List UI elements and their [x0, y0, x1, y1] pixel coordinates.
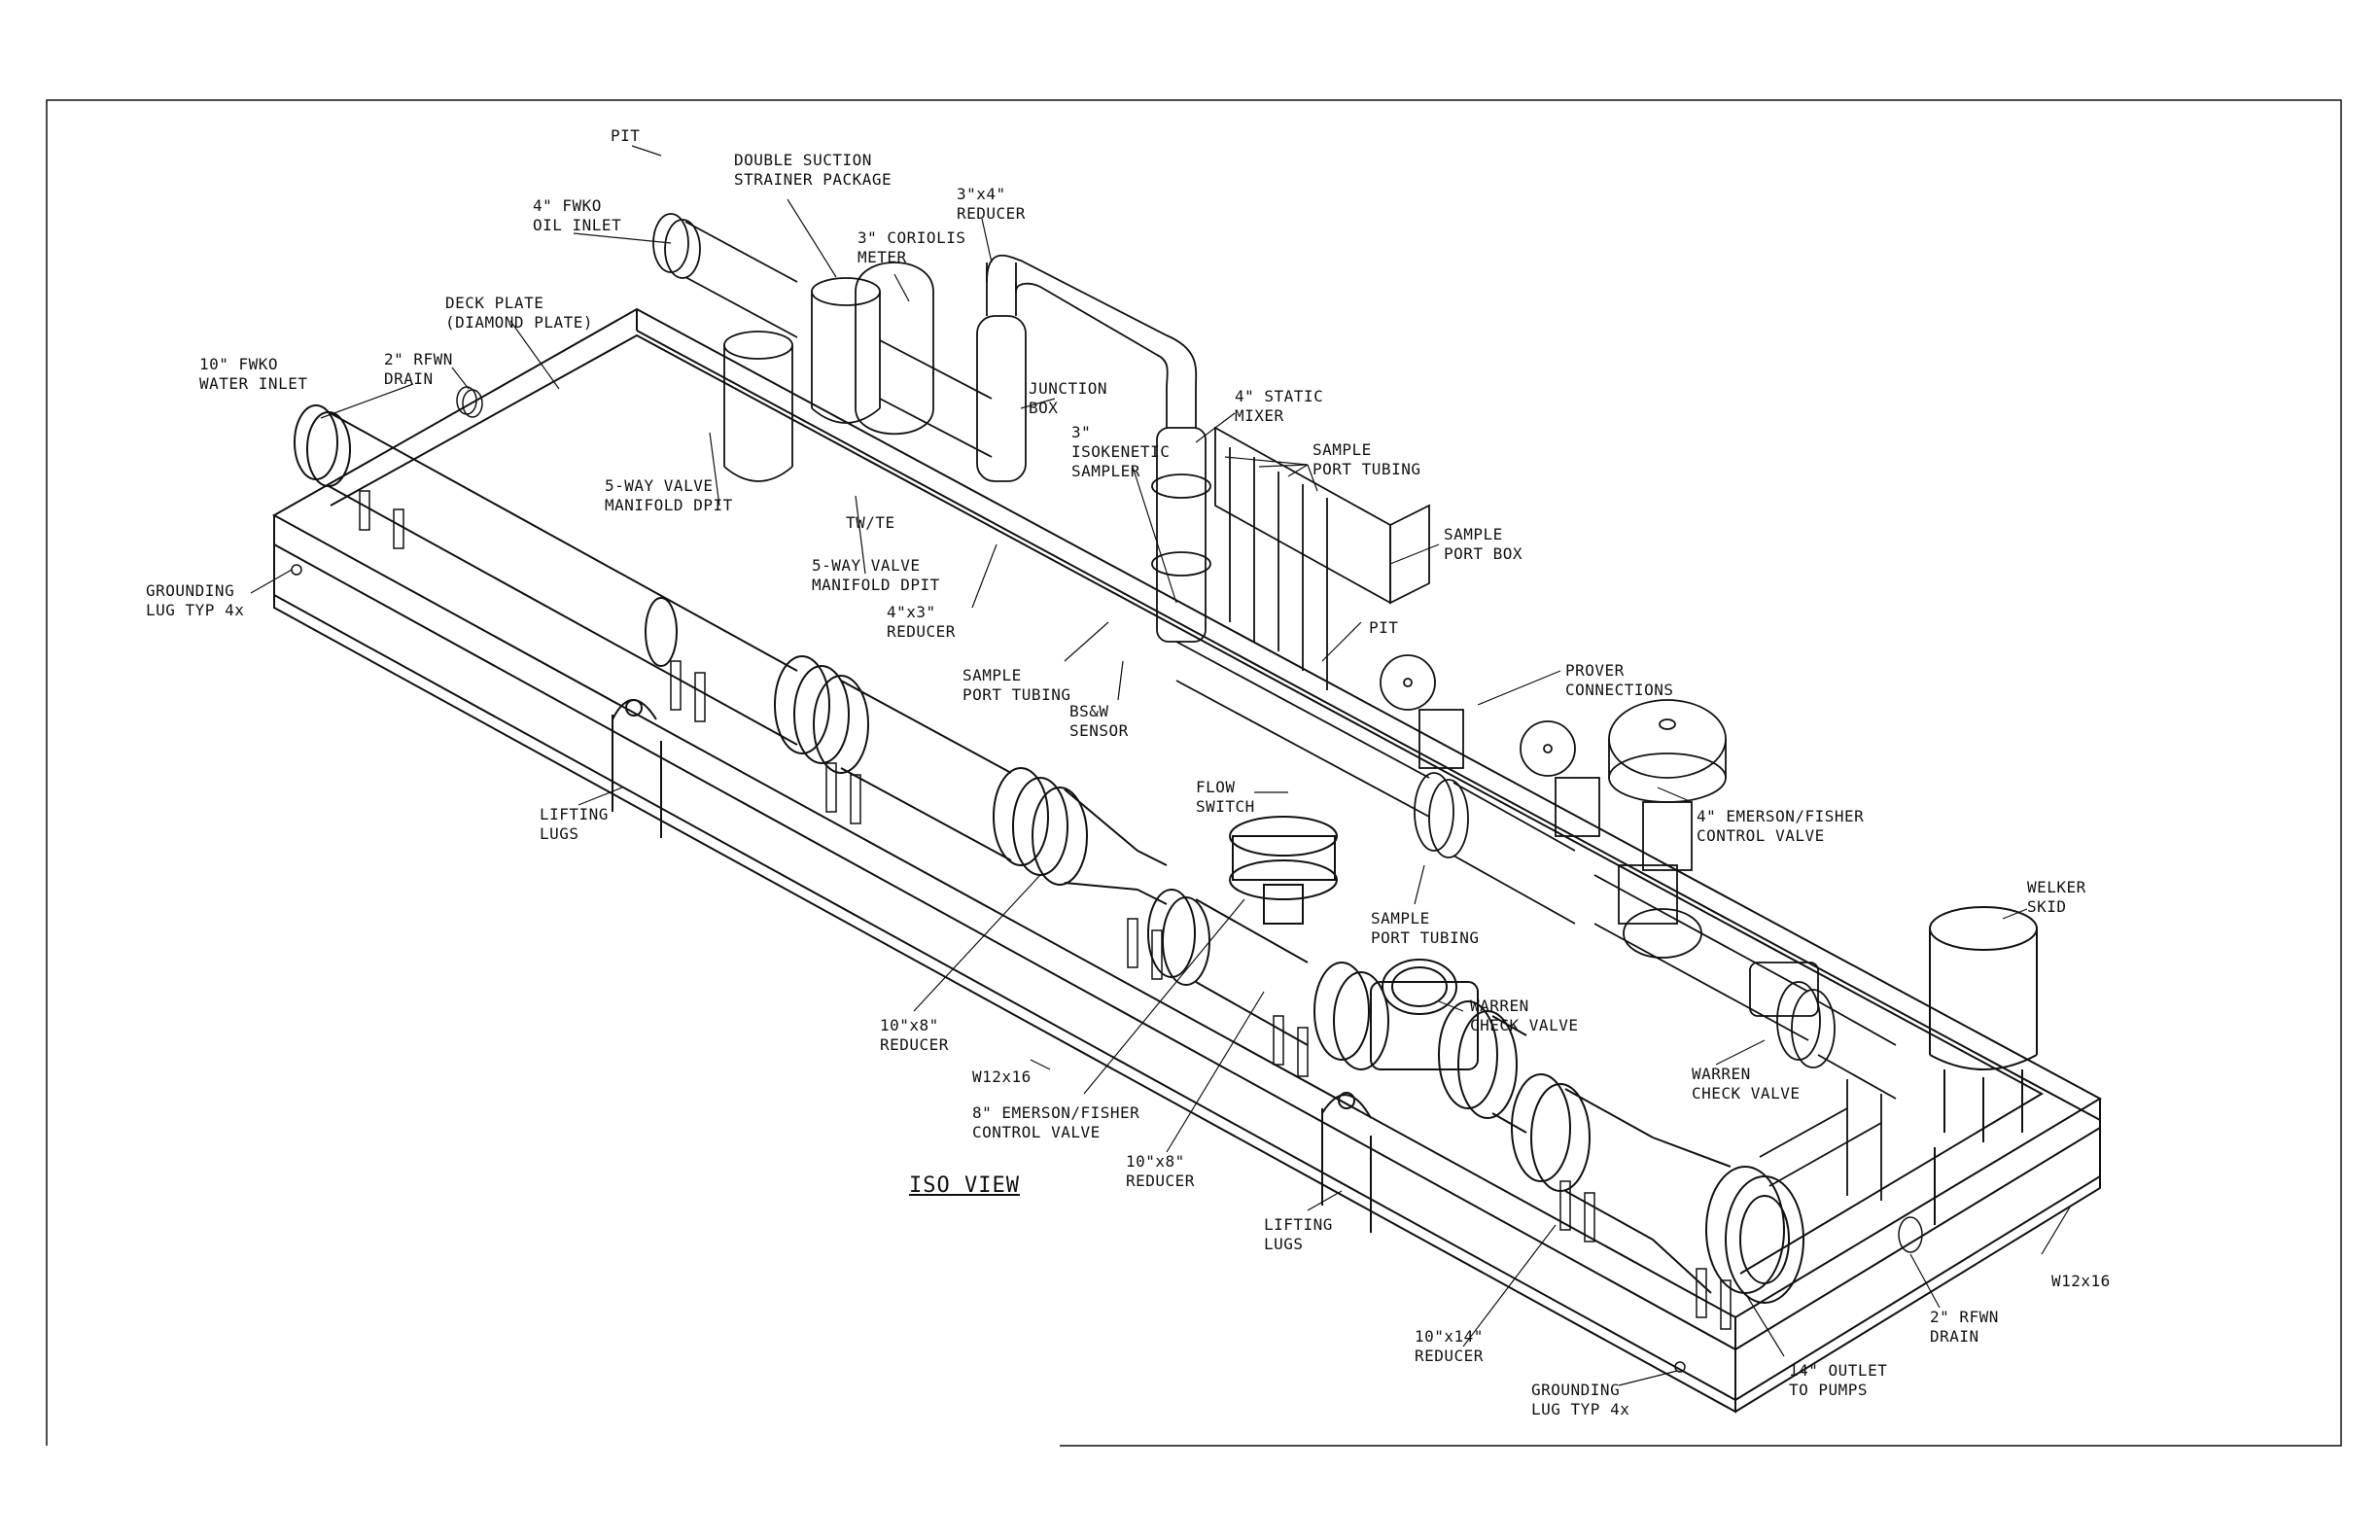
- label-reducer-4x3: 4"x3" REDUCER: [887, 603, 956, 641]
- label-welker-skid: WELKER SKID: [2027, 878, 2086, 916]
- grounding-lug-shapes: [291, 564, 1923, 1373]
- label-grounding-lug-top: GROUNDING LUG TYP 4x: [146, 581, 245, 619]
- label-w12x16-a: W12x16: [972, 1068, 1032, 1086]
- label-pit-top: PIT: [611, 126, 641, 145]
- label-reducer-3x4: 3"x4" REDUCER: [957, 185, 1026, 223]
- label-junction-box: JUNCTION BOX: [1029, 379, 1108, 417]
- label-grounding-lug-bot: GROUNDING LUG TYP 4x: [1531, 1381, 1630, 1418]
- welker-skid-shape: [1929, 906, 2038, 1142]
- label-sample-port-tubing-low: SAMPLE PORT TUBING: [1371, 909, 1480, 947]
- skid-base-frame: [271, 307, 2103, 1414]
- label-lifting-lugs-bot: LIFTING LUGS: [1264, 1215, 1333, 1253]
- label-fwko-water-inlet: 10" FWKO WATER INLET: [199, 355, 308, 393]
- label-prover-connections: PROVER CONNECTIONS: [1565, 661, 1674, 699]
- sheet-border: [46, 99, 2342, 1447]
- label-emerson-4: 4" EMERSON/FISHER CONTROL VALVE: [1697, 807, 1865, 845]
- label-w12x16-b: W12x16: [2051, 1272, 2111, 1290]
- label-static-mixer: 4" STATIC MIXER: [1235, 387, 1324, 425]
- label-pit-mid: PIT: [1369, 618, 1399, 637]
- label-reducer-10x8-a: 10"x8" REDUCER: [880, 1016, 949, 1054]
- pipe-supports: [359, 490, 1732, 1330]
- label-outlet-14: 14" OUTLET TO PUMPS: [1789, 1361, 1888, 1399]
- label-isokenetic-sampler: 3" ISOKENETIC SAMPLER: [1071, 423, 1171, 480]
- label-coriolis-meter: 3" CORIOLIS METER: [858, 228, 966, 266]
- label-five-way-valve-1: 5-WAY VALVE MANIFOLD DPIT: [605, 476, 733, 514]
- label-reducer-10x8-b: 10"x8" REDUCER: [1126, 1152, 1195, 1190]
- oil-metering-line: [652, 213, 1897, 1201]
- deck-drain: [456, 386, 483, 418]
- label-rfwn-drain-top: 2" RFWN DRAIN: [384, 350, 453, 388]
- label-deck-plate: DECK PLATE (DIAMOND PLATE): [445, 294, 593, 332]
- lifting-lug-shapes: [612, 699, 1372, 1119]
- main-water-line: [294, 404, 1804, 1304]
- label-five-way-valve-2: 5-WAY VALVE MANIFOLD DPIT: [812, 556, 940, 594]
- drawing-title: ISO VIEW: [909, 1173, 1020, 1198]
- label-sample-port-tubing-top: SAMPLE PORT TUBING: [1312, 440, 1421, 478]
- label-fwko-oil-inlet: 4" FWKO OIL INLET: [533, 196, 622, 234]
- label-tw-te: TW/TE: [846, 513, 895, 532]
- label-lifting-lugs-top: LIFTING LUGS: [540, 805, 609, 843]
- label-bsw-sensor: BS&W SENSOR: [1069, 702, 1129, 740]
- label-reducer-10x14: 10"x14" REDUCER: [1415, 1327, 1484, 1365]
- label-rfwn-drain-bot: 2" RFWN DRAIN: [1930, 1308, 1999, 1346]
- label-emerson-8: 8" EMERSON/FISHER CONTROL VALVE: [972, 1103, 1140, 1141]
- label-sample-port-box: SAMPLE PORT BOX: [1444, 525, 1523, 563]
- label-warren-check-2: WARREN CHECK VALVE: [1692, 1065, 1801, 1102]
- label-warren-check-1: WARREN CHECK VALVE: [1470, 997, 1579, 1034]
- label-sample-port-tubing-mid: SAMPLE PORT TUBING: [962, 666, 1071, 704]
- label-flow-switch: FLOW SWITCH: [1196, 778, 1255, 816]
- label-double-suction-strainer: DOUBLE SUCTION STRAINER PACKAGE: [734, 151, 892, 189]
- leader-lines: [250, 145, 2072, 1386]
